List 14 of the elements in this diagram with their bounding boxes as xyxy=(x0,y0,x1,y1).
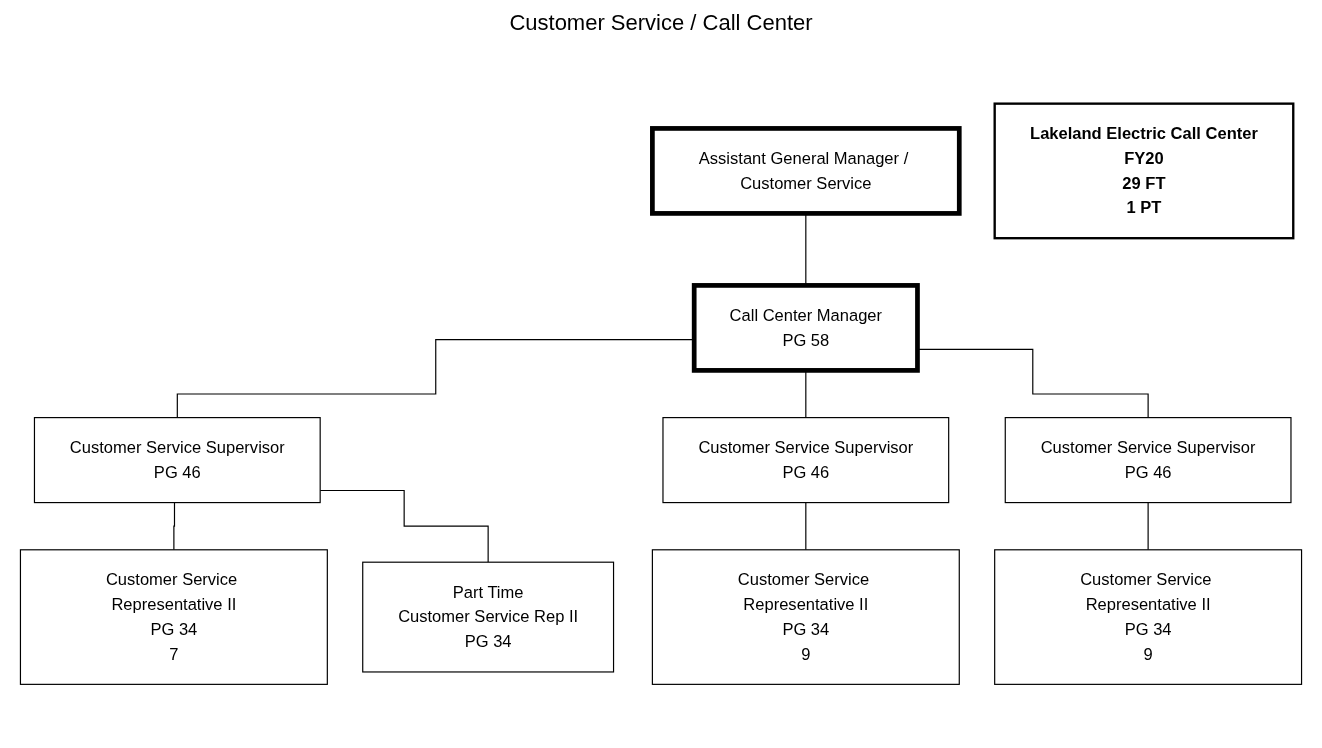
node-box: Assistant General Manager / Customer Service xyxy=(650,126,962,216)
connector xyxy=(1147,502,1149,551)
node-box: Part Time Customer Service Rep II PG 34 xyxy=(362,561,615,673)
chart-title: Customer Service / Call Center xyxy=(509,10,813,36)
connector xyxy=(173,502,176,551)
node-box: Customer Service Representative II PG 34 9 xyxy=(651,549,960,685)
node-box: Lakeland Electric Call Center FY20 29 FT 1 PT xyxy=(993,102,1295,240)
node-box: Customer Service Supervisor PG 46 xyxy=(33,417,321,504)
connector xyxy=(805,502,807,551)
node-box: Customer Service Supervisor PG 46 xyxy=(662,417,950,504)
node-box: Customer Service Representative II PG 34 9 xyxy=(994,549,1303,685)
node-box: Customer Service Representative II PG 34 7 xyxy=(19,549,328,685)
node-box: Call Center Manager PG 58 xyxy=(691,283,920,373)
node-box: Customer Service Supervisor PG 46 xyxy=(1004,417,1292,504)
